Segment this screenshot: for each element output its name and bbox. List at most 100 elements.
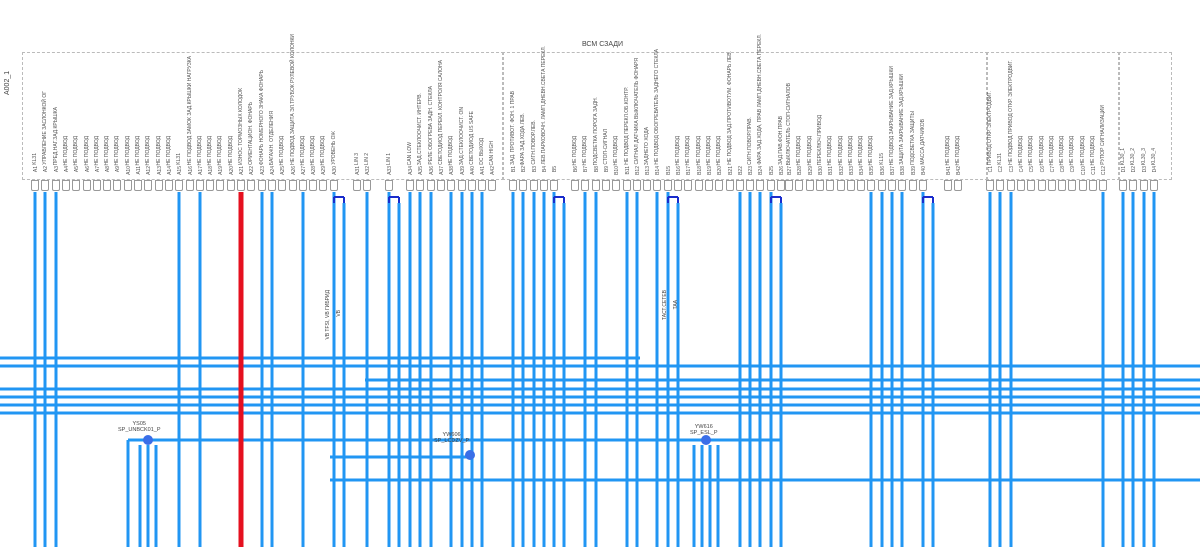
pin-terminal[interactable] bbox=[785, 180, 793, 191]
pin-terminal[interactable] bbox=[664, 180, 672, 191]
pin-terminal[interactable] bbox=[186, 180, 194, 191]
pin-terminal[interactable] bbox=[458, 180, 466, 191]
pin-terminal[interactable] bbox=[1089, 180, 1097, 191]
pin-terminal[interactable] bbox=[550, 180, 558, 191]
pin-terminal[interactable] bbox=[633, 180, 641, 191]
pin-terminal[interactable] bbox=[888, 180, 896, 191]
pin-terminal[interactable] bbox=[806, 180, 814, 191]
pin-terminal[interactable] bbox=[571, 180, 579, 191]
pin-terminal[interactable] bbox=[674, 180, 682, 191]
splice-node[interactable] bbox=[465, 450, 475, 460]
pin-terminal[interactable] bbox=[1119, 180, 1127, 191]
pin-terminal[interactable] bbox=[1129, 180, 1137, 191]
pin-terminal[interactable] bbox=[427, 180, 435, 191]
pin-terminal[interactable] bbox=[93, 180, 101, 191]
pin-terminal[interactable] bbox=[62, 180, 70, 191]
pin-terminal[interactable] bbox=[155, 180, 163, 191]
pin-terminal[interactable] bbox=[777, 180, 785, 191]
pin-terminal[interactable] bbox=[206, 180, 214, 191]
pin-terminal[interactable] bbox=[623, 180, 631, 191]
pin-terminal[interactable] bbox=[289, 180, 297, 191]
pin-terminal[interactable] bbox=[468, 180, 476, 191]
pin-terminal[interactable] bbox=[196, 180, 204, 191]
pin-terminal[interactable] bbox=[919, 180, 927, 191]
pin-terminal[interactable] bbox=[519, 180, 527, 191]
pin-terminal[interactable] bbox=[52, 180, 60, 191]
pin-terminal[interactable] bbox=[857, 180, 865, 191]
pin-terminal[interactable] bbox=[406, 180, 414, 191]
pin-terminal[interactable] bbox=[299, 180, 307, 191]
pin-terminal[interactable] bbox=[653, 180, 661, 191]
pin-terminal[interactable] bbox=[736, 180, 744, 191]
pin-terminal[interactable] bbox=[540, 180, 548, 191]
pin-terminal[interactable] bbox=[705, 180, 713, 191]
pin-terminal[interactable] bbox=[1079, 180, 1087, 191]
pin-terminal[interactable] bbox=[144, 180, 152, 191]
pin-terminal[interactable] bbox=[1150, 180, 1158, 191]
pin-terminal[interactable] bbox=[258, 180, 266, 191]
pin-terminal[interactable] bbox=[898, 180, 906, 191]
splice-node[interactable] bbox=[143, 435, 153, 445]
pin-terminal[interactable] bbox=[319, 180, 327, 191]
pin-terminal[interactable] bbox=[581, 180, 589, 191]
pin-terminal[interactable] bbox=[175, 180, 183, 191]
pin-terminal[interactable] bbox=[592, 180, 600, 191]
pin-terminal[interactable] bbox=[909, 180, 917, 191]
pin-terminal[interactable] bbox=[996, 180, 1004, 191]
pin-terminal[interactable] bbox=[83, 180, 91, 191]
pin-terminal[interactable] bbox=[478, 180, 486, 191]
pin-terminal[interactable] bbox=[767, 180, 775, 191]
pin-terminal[interactable] bbox=[330, 180, 338, 191]
pin-terminal[interactable] bbox=[795, 180, 803, 191]
pin-terminal[interactable] bbox=[437, 180, 445, 191]
pin-terminal[interactable] bbox=[746, 180, 754, 191]
pin-terminal[interactable] bbox=[847, 180, 855, 191]
pin-terminal[interactable] bbox=[867, 180, 875, 191]
pin-terminal[interactable] bbox=[113, 180, 121, 191]
pin-terminal[interactable] bbox=[726, 180, 734, 191]
pin-terminal[interactable] bbox=[715, 180, 723, 191]
pin-terminal[interactable] bbox=[165, 180, 173, 191]
pin-terminal[interactable] bbox=[826, 180, 834, 191]
pin-terminal[interactable] bbox=[103, 180, 111, 191]
pin-terminal[interactable] bbox=[416, 180, 424, 191]
pin-terminal[interactable] bbox=[363, 180, 371, 191]
pin-terminal[interactable] bbox=[41, 180, 49, 191]
splice-node[interactable] bbox=[701, 435, 711, 445]
pin-terminal[interactable] bbox=[72, 180, 80, 191]
pin-terminal[interactable] bbox=[695, 180, 703, 191]
pin-terminal[interactable] bbox=[1058, 180, 1066, 191]
pin-terminal[interactable] bbox=[447, 180, 455, 191]
pin-terminal[interactable] bbox=[878, 180, 886, 191]
pin-terminal[interactable] bbox=[643, 180, 651, 191]
pin-terminal[interactable] bbox=[756, 180, 764, 191]
pin-terminal[interactable] bbox=[1068, 180, 1076, 191]
pin-terminal[interactable] bbox=[124, 180, 132, 191]
pin-terminal[interactable] bbox=[216, 180, 224, 191]
pin-terminal[interactable] bbox=[31, 180, 39, 191]
pin-terminal[interactable] bbox=[944, 180, 952, 191]
pin-terminal[interactable] bbox=[488, 180, 496, 191]
pin-terminal[interactable] bbox=[227, 180, 235, 191]
pin-terminal[interactable] bbox=[268, 180, 276, 191]
pin-terminal[interactable] bbox=[1027, 180, 1035, 191]
pin-terminal[interactable] bbox=[530, 180, 538, 191]
pin-terminal[interactable] bbox=[602, 180, 610, 191]
pin-terminal[interactable] bbox=[385, 180, 393, 191]
pin-terminal[interactable] bbox=[247, 180, 255, 191]
pin-terminal[interactable] bbox=[237, 180, 245, 191]
pin-terminal[interactable] bbox=[954, 180, 962, 191]
pin-terminal[interactable] bbox=[986, 180, 994, 191]
pin-terminal[interactable] bbox=[1007, 180, 1015, 191]
pin-terminal[interactable] bbox=[1017, 180, 1025, 191]
pin-terminal[interactable] bbox=[278, 180, 286, 191]
pin-terminal[interactable] bbox=[1038, 180, 1046, 191]
pin-terminal[interactable] bbox=[816, 180, 824, 191]
pin-terminal[interactable] bbox=[309, 180, 317, 191]
pin-terminal[interactable] bbox=[837, 180, 845, 191]
pin-terminal[interactable] bbox=[612, 180, 620, 191]
pin-terminal[interactable] bbox=[1140, 180, 1148, 191]
pin-terminal[interactable] bbox=[509, 180, 517, 191]
pin-terminal[interactable] bbox=[684, 180, 692, 191]
pin-terminal[interactable] bbox=[134, 180, 142, 191]
